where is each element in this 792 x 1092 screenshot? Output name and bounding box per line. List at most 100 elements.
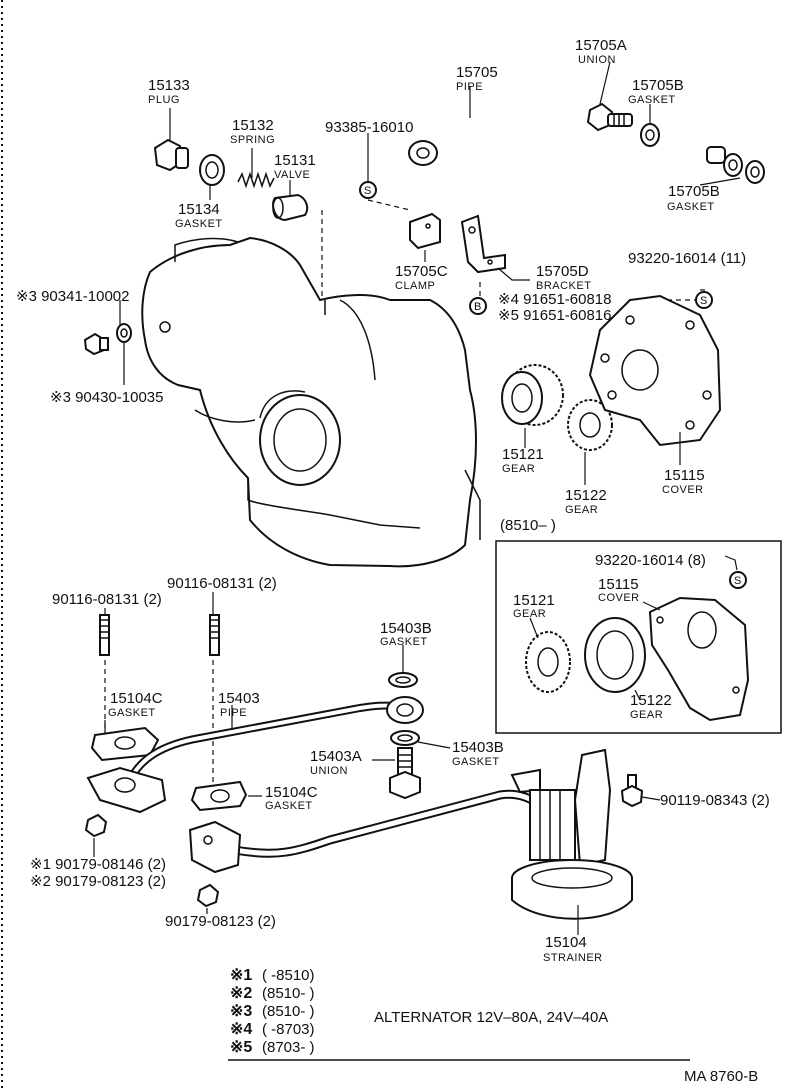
- svg-text:15104C: 15104C: [110, 690, 163, 707]
- pipe-15705-illustration: [408, 122, 726, 245]
- label-15132: 15132 SPRING: [230, 117, 275, 146]
- gear-15122-illustration: [567, 399, 613, 451]
- label-93220-top: 93220-16014 (11): [628, 250, 746, 267]
- label-15134: 15134 GASKET: [175, 201, 222, 230]
- label-15121-inset: 15121 GEAR: [513, 592, 555, 620]
- plug-15133-illustration: [153, 138, 189, 172]
- svg-text:GEAR: GEAR: [502, 463, 535, 475]
- svg-text:15122: 15122: [565, 487, 607, 504]
- label-15122-inset: 15122 GEAR: [630, 692, 672, 721]
- svg-text:PIPE: PIPE: [456, 81, 483, 93]
- svg-text:93220-16014 (11): 93220-16014 (11): [628, 250, 746, 267]
- svg-text:90116-08131 (2): 90116-08131 (2): [167, 575, 277, 592]
- svg-text:※4 91651-60818: ※4 91651-60818: [498, 291, 612, 308]
- inset-box: [495, 540, 782, 734]
- svg-text:※2 90179-08123 (2): ※2 90179-08123 (2): [30, 873, 166, 890]
- svg-text:15705B: 15705B: [632, 77, 684, 94]
- svg-text:15104: 15104: [545, 934, 587, 951]
- bolt-symbol-s-inset: S: [729, 571, 747, 589]
- svg-text:S: S: [734, 575, 742, 587]
- bolt-symbol-s-top: S: [359, 181, 377, 199]
- svg-text:GEAR: GEAR: [630, 709, 663, 721]
- svg-text:15115: 15115: [664, 467, 705, 484]
- label-15403A: 15403A UNION: [310, 748, 362, 777]
- label-90179-c: 90179-08123 (2): [165, 913, 276, 930]
- svg-text:※5: ※5: [230, 1039, 252, 1056]
- nut-90179-left-illustration: [84, 813, 108, 838]
- svg-text:UNION: UNION: [310, 765, 348, 777]
- svg-text:15403B: 15403B: [452, 739, 504, 756]
- label-15403B-bot: 15403B GASKET: [452, 739, 504, 768]
- label-90430: ※3 90430-10035: [50, 389, 164, 406]
- svg-text:STRAINER: STRAINER: [543, 952, 603, 964]
- svg-text:15705A: 15705A: [575, 37, 627, 54]
- valve-15131-illustration: [272, 193, 309, 222]
- legend-note: ALTERNATOR 12V–80A, 24V–40A: [374, 1009, 608, 1026]
- svg-text:15134: 15134: [178, 201, 220, 218]
- svg-text:15705D: 15705D: [536, 263, 589, 280]
- label-15705B-top: 15705B GASKET: [628, 77, 684, 106]
- label-15705D: 15705D BRACKET: [536, 263, 591, 292]
- label-93220-inset: 93220-16014 (8): [595, 552, 706, 569]
- svg-text:※5 91651-60816: ※5 91651-60816: [498, 307, 612, 324]
- svg-text:15115: 15115: [598, 576, 639, 593]
- svg-text:GASKET: GASKET: [108, 707, 156, 719]
- svg-text:(8510- ): (8510- ): [262, 1003, 315, 1020]
- label-91651-a: ※4 91651-60818: [498, 291, 612, 308]
- label-91651-b: ※5 91651-60816: [498, 307, 612, 324]
- bolt-symbol-b: B: [469, 297, 487, 315]
- svg-text:15131: 15131: [274, 152, 316, 169]
- svg-text:90119-08343 (2): 90119-08343 (2): [660, 792, 770, 809]
- studs-90116-illustration: [99, 614, 220, 656]
- svg-text:93220-16014 (8): 93220-16014 (8): [595, 552, 706, 569]
- bolt-90119-illustration: [620, 774, 644, 808]
- guide-line: [367, 199, 411, 211]
- legend-row-2: ※2 (8510- ): [230, 985, 315, 1002]
- label-15115-inset: 15115 COVER: [598, 576, 639, 604]
- pipe-strainer-illustration: [188, 789, 574, 874]
- gasket-15104C-b-illustration: [190, 780, 248, 812]
- label-93385: 93385-16010: [325, 119, 413, 136]
- union-15403A-illustration: [389, 747, 421, 800]
- svg-text:VALVE: VALVE: [274, 169, 310, 181]
- label-15121: 15121 GEAR: [502, 446, 544, 475]
- figure-code: MA 8760-B: [684, 1068, 758, 1085]
- gasket-15403B-top-illustration: [388, 672, 418, 688]
- svg-text:※1 90179-08146 (2): ※1 90179-08146 (2): [30, 856, 166, 873]
- legend-row-1: ※1 ( -8510): [230, 967, 315, 984]
- svg-text:93385-16010: 93385-16010: [325, 119, 413, 136]
- gasket-15705B-top-illustration: [640, 123, 660, 147]
- svg-text:( -8510): ( -8510): [262, 967, 315, 984]
- svg-text:(8510- ): (8510- ): [262, 985, 315, 1002]
- label-15104C-a: 15104C GASKET: [108, 690, 163, 719]
- svg-text:PIPE: PIPE: [220, 707, 247, 719]
- bracket-15705D-illustration: [460, 214, 506, 274]
- svg-text:GASKET: GASKET: [667, 201, 715, 213]
- label-15104C-b: 15104C GASKET: [265, 784, 318, 812]
- cover-15115-illustration: [588, 294, 722, 447]
- svg-text:15122: 15122: [630, 692, 672, 709]
- strainer-15104-illustration: [510, 748, 633, 920]
- housing-illustration: [141, 236, 481, 568]
- svg-text:B: B: [474, 301, 482, 313]
- svg-text:※3 90430-10035: ※3 90430-10035: [50, 389, 164, 406]
- svg-text:GASKET: GASKET: [380, 636, 428, 648]
- nut-90179-bottom-illustration: [196, 883, 220, 908]
- svg-text:90116-08131 (2): 90116-08131 (2): [52, 591, 162, 608]
- label-15104: 15104 STRAINER: [543, 934, 603, 964]
- label-90119: 90119-08343 (2): [660, 792, 770, 809]
- svg-text:CLAMP: CLAMP: [395, 280, 435, 292]
- svg-text:BRACKET: BRACKET: [536, 280, 591, 292]
- svg-text:15121: 15121: [502, 446, 544, 463]
- legend-row-5: ※5 (8703- ): [230, 1039, 315, 1056]
- label-90179-b: ※2 90179-08123 (2): [30, 873, 166, 890]
- leader-lines: [93, 61, 741, 935]
- bolt-90341-illustration: [83, 332, 109, 356]
- svg-text:SPRING: SPRING: [230, 134, 275, 146]
- svg-text:※2: ※2: [230, 985, 252, 1002]
- label-15705C: 15705C CLAMP: [395, 263, 448, 292]
- legend-row-3: ※3 (8510- ): [230, 1003, 315, 1020]
- gasket-15403B-bot-illustration: [390, 730, 420, 746]
- clamp-15705C-illustration: [409, 212, 441, 250]
